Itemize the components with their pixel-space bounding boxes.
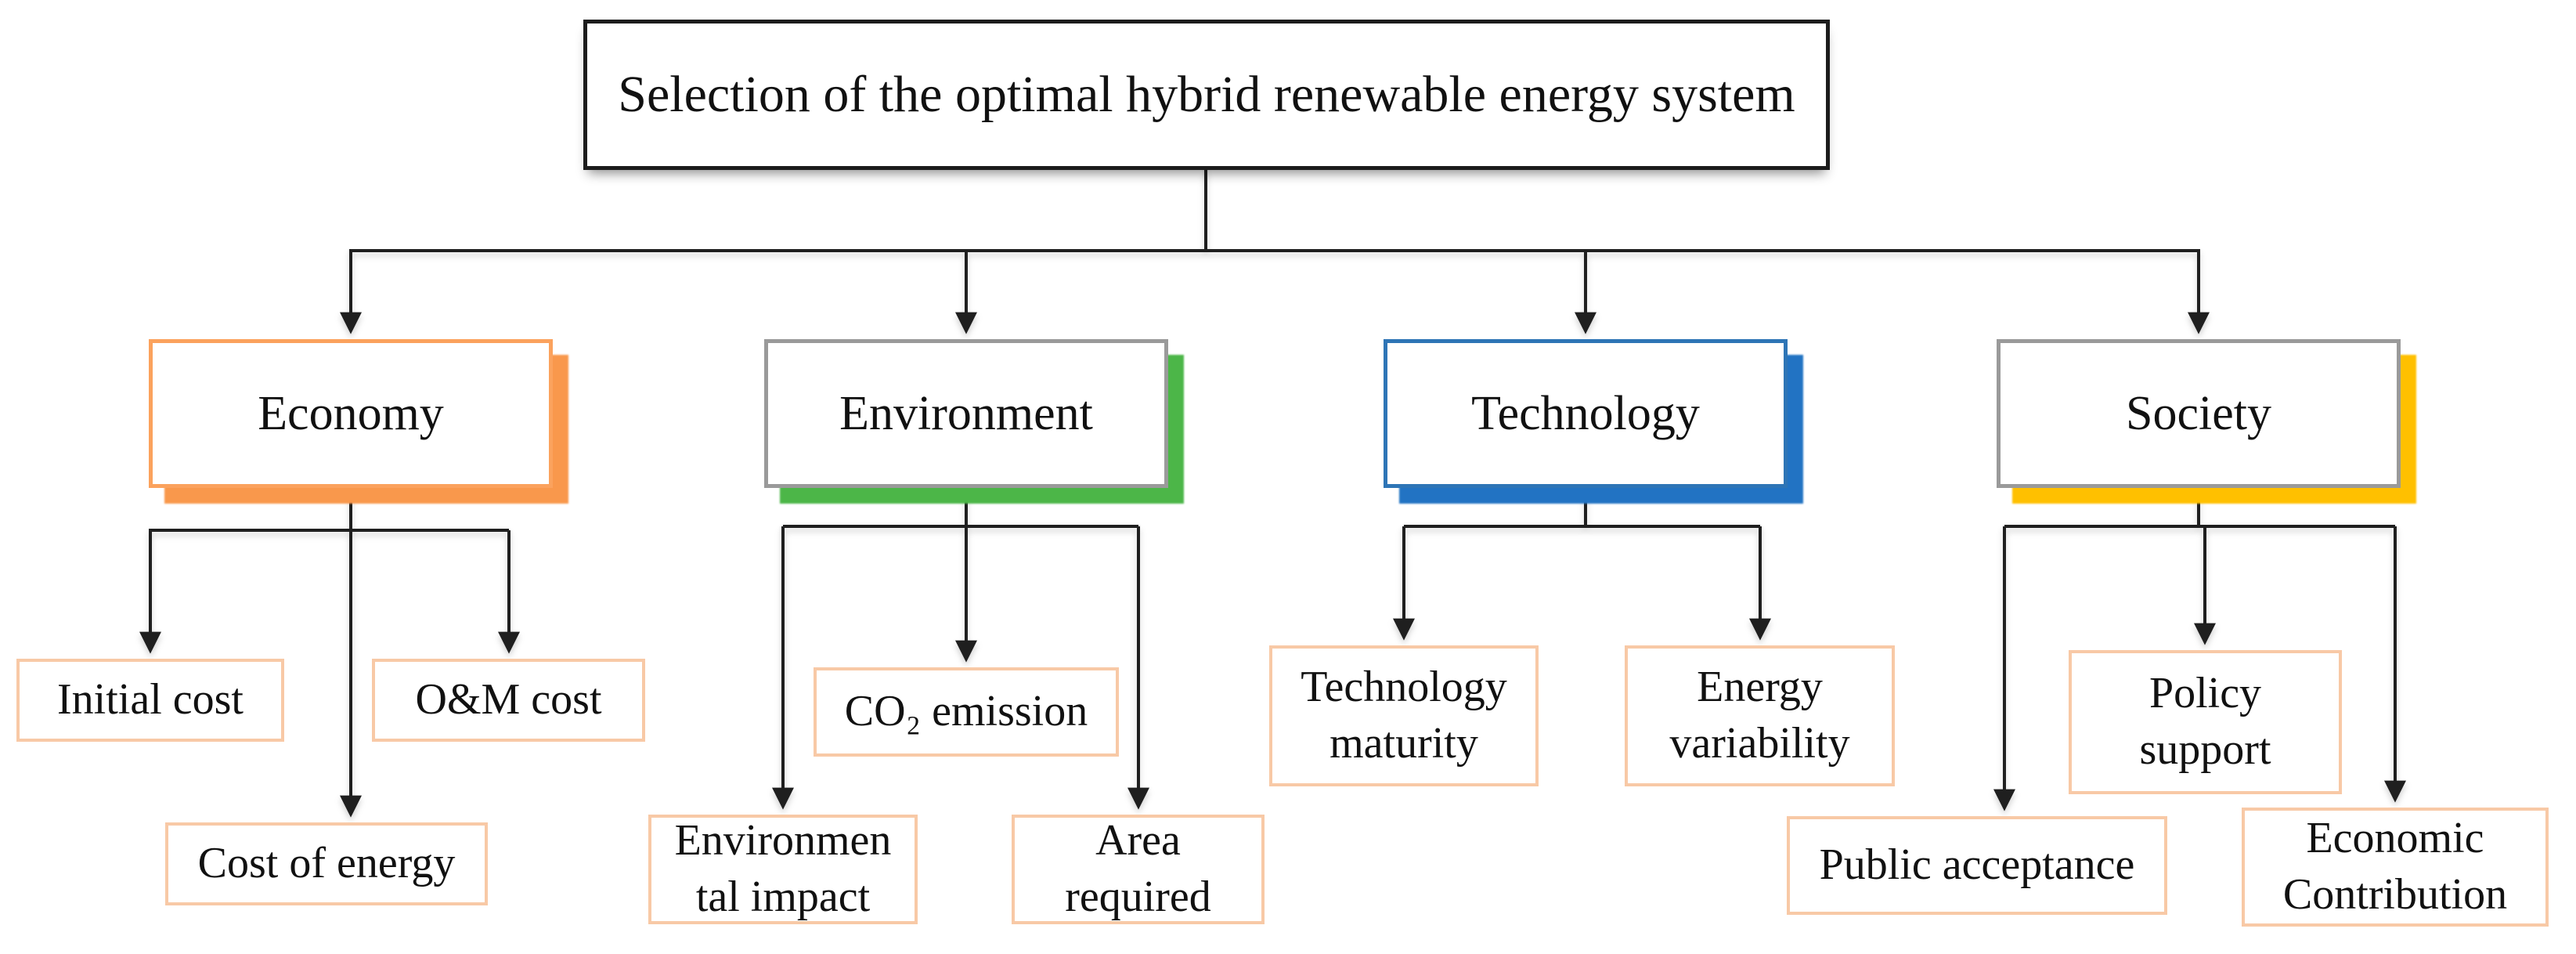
leaf-economic-contribution-label: Economic Contribution	[2282, 814, 2508, 919]
leaf-initial-cost-label: Initial cost	[57, 675, 244, 725]
leaf-environmental-impact: Environmen tal impact	[648, 815, 918, 924]
category-technology-label: Technology	[1471, 386, 1700, 440]
leaf-cost-of-energy: Cost of energy	[165, 822, 488, 905]
category-environment: Environment	[764, 339, 1168, 488]
category-economy-label: Economy	[258, 386, 444, 440]
leaf-energy-variability: Energy variability	[1625, 645, 1895, 786]
root-node-label: Selection of the optimal hybrid renewabl…	[618, 66, 1795, 123]
leaf-area-required-label: Area required	[1065, 816, 1211, 921]
leaf-co2-emission-label: CO₂ emission	[844, 687, 1088, 736]
category-environment-label: Environment	[839, 386, 1093, 440]
leaf-co2-emission: CO₂ emission	[814, 667, 1119, 757]
leaf-economic-contribution: Economic Contribution	[2242, 808, 2549, 927]
leaf-public-acceptance: Public acceptance	[1787, 816, 2167, 915]
leaf-public-acceptance-label: Public acceptance	[1819, 840, 2135, 890]
leaf-om-cost-label: O&M cost	[415, 675, 602, 725]
leaf-area-required: Area required	[1012, 815, 1265, 924]
leaf-policy-support-label: Policy support	[2139, 669, 2271, 774]
root-node: Selection of the optimal hybrid renewabl…	[583, 20, 1830, 170]
category-society: Society	[1997, 339, 2401, 488]
leaf-technology-maturity-label: Technology maturity	[1301, 663, 1507, 768]
leaf-cost-of-energy-label: Cost of energy	[197, 839, 456, 888]
leaf-environmental-impact-label: Environmen tal impact	[674, 816, 892, 921]
category-technology: Technology	[1384, 339, 1788, 488]
leaf-initial-cost: Initial cost	[16, 659, 284, 742]
category-economy: Economy	[149, 339, 553, 488]
leaf-technology-maturity: Technology maturity	[1269, 645, 1539, 786]
category-society-label: Society	[2126, 386, 2271, 440]
leaf-energy-variability-label: Energy variability	[1669, 663, 1850, 768]
leaf-om-cost: O&M cost	[372, 659, 645, 742]
leaf-policy-support: Policy support	[2069, 650, 2342, 794]
